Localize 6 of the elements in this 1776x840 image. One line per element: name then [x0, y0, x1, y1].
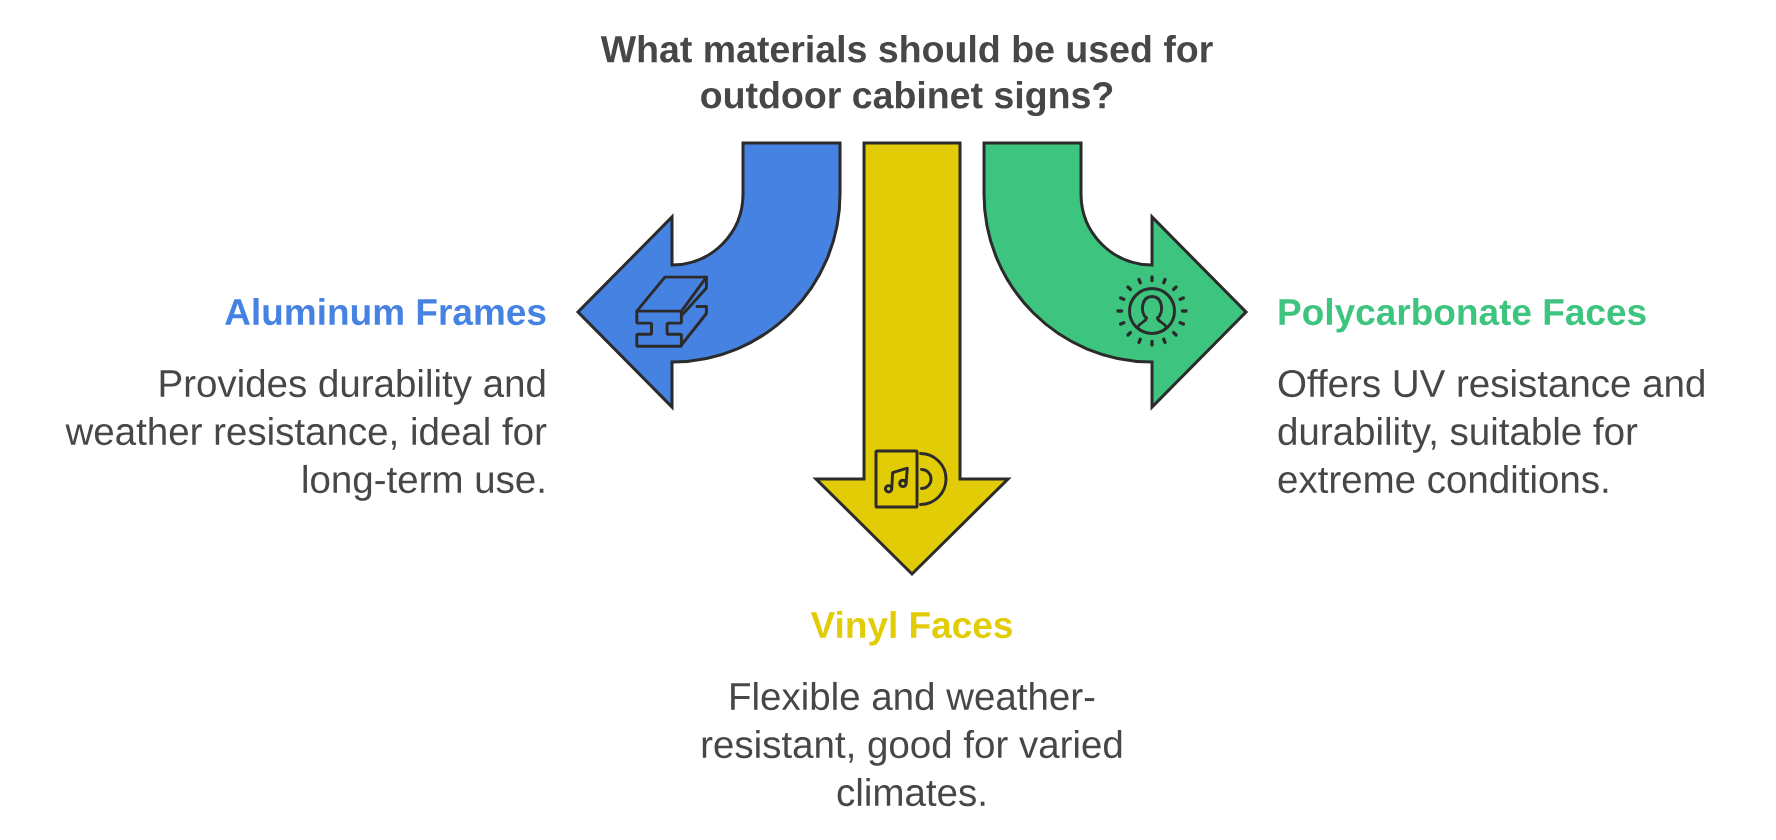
option-text: Aluminum Frames Provides durability and weather resistance, ideal for long-term use.: [65, 298, 547, 501]
option-text: Polycarbonate Faces Offers UV resistance and durability, suitable for extreme conditions.: [1278, 298, 1704, 494]
question-text: What materials should be used for outdoor cabinet signs?: [600, 35, 1213, 117]
curved-arrow: [982, 141, 1248, 409]
straight-arrow: [812, 141, 1012, 577]
option-text: Vinyl Faces Flexible and weather-resistant, good for varied climates.: [702, 611, 1122, 807]
